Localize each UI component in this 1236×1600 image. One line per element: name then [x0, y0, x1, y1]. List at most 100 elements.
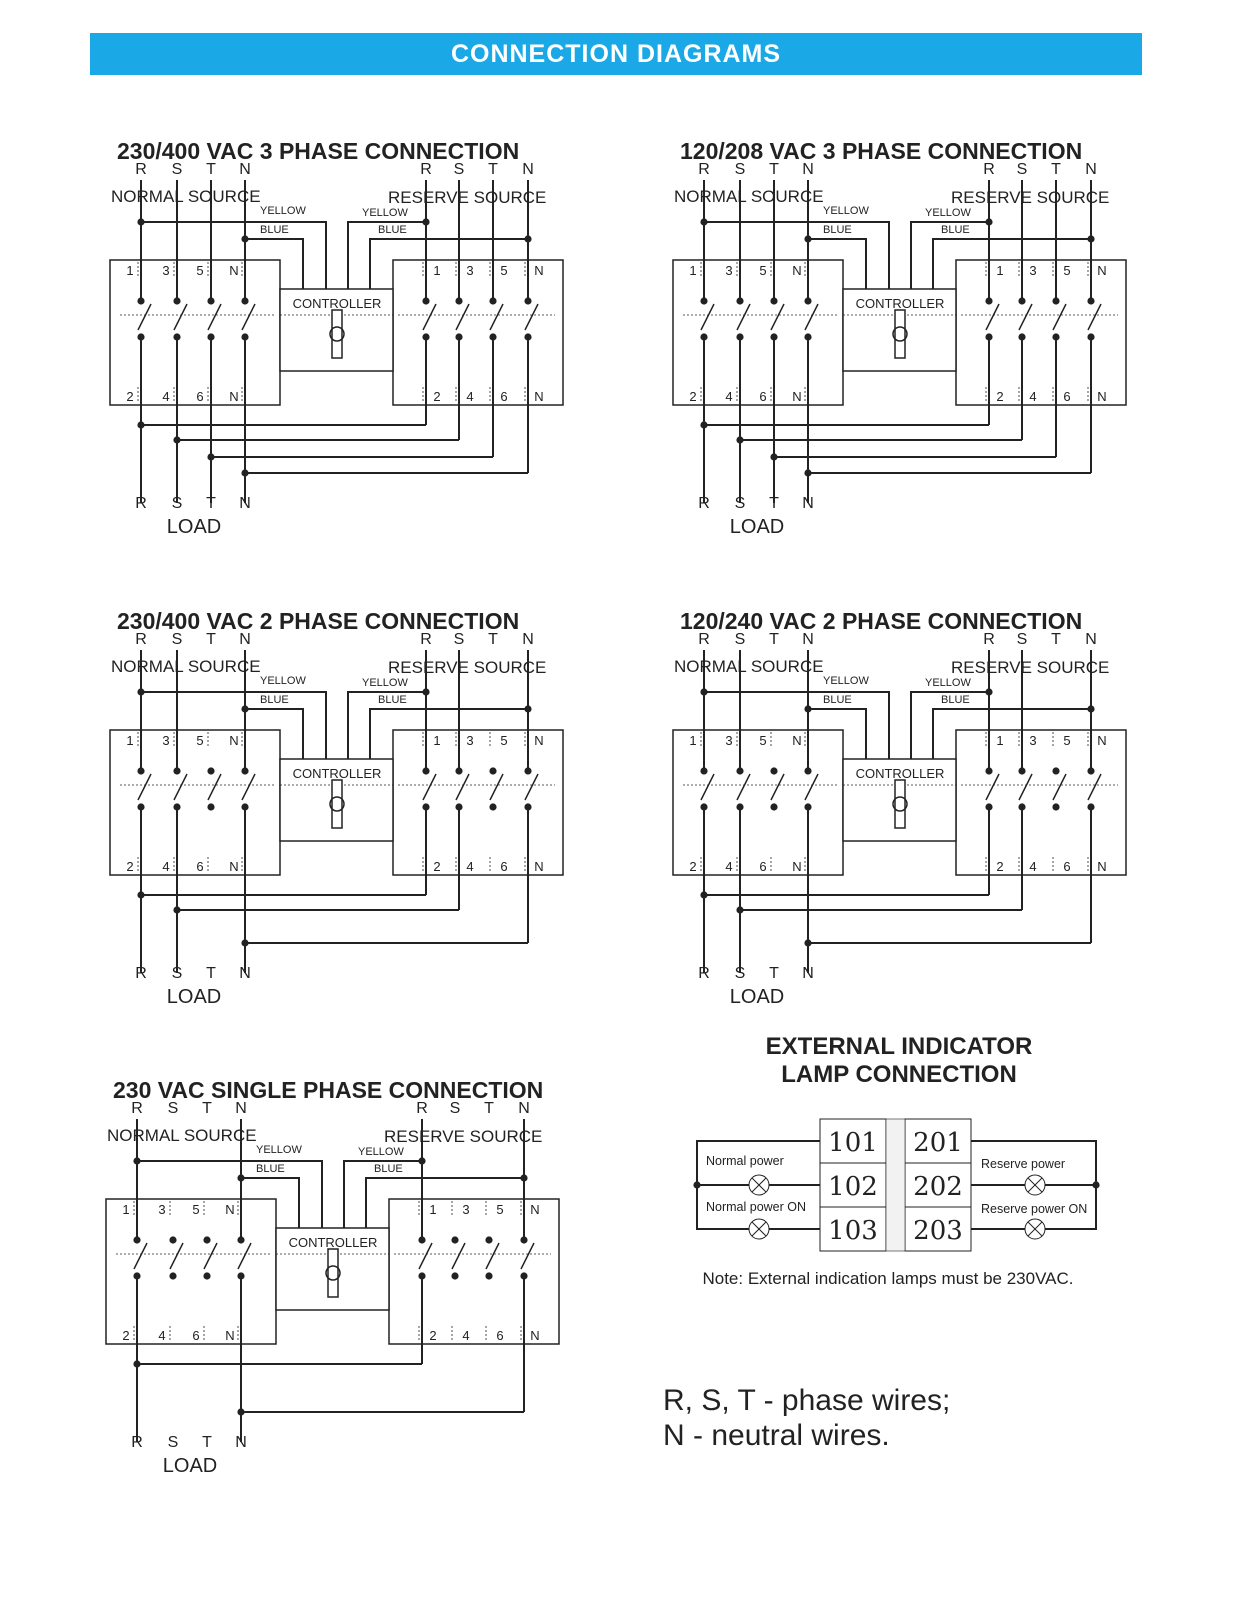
blue-wire-left [241, 1177, 300, 1228]
yellow-label-right: YELLOW [358, 1146, 404, 1158]
switch-blade [418, 1242, 433, 1270]
load-label: LOAD [163, 1455, 217, 1477]
blue-wire-left [808, 708, 867, 759]
terminal-top-r0: 1 [433, 733, 440, 748]
junction-dot [137, 688, 145, 696]
load-phase-R: R [135, 495, 147, 512]
switch-blade [700, 303, 715, 331]
terminal-bottom-r3: N [534, 859, 543, 874]
terminal-bottom-l1: 4 [725, 389, 732, 404]
terminal-bottom-r2: 6 [1063, 859, 1070, 874]
switch-blade [736, 303, 751, 331]
left-switch-box [672, 729, 844, 876]
reserve-source-label: RESERVE SOURCE [388, 658, 546, 677]
yellow-wire-left [704, 221, 890, 289]
reserve-phase-R: R [416, 1100, 428, 1117]
blue-label-right: BLUE [941, 694, 970, 706]
handle-slot [327, 1248, 339, 1298]
reserve-phase-T: T [488, 161, 498, 178]
reserve-phase-R: R [983, 631, 995, 648]
switch-blade [804, 303, 819, 331]
right-switch-box [955, 259, 1127, 406]
junction-dot [524, 705, 532, 713]
normal-phase-R: R [135, 631, 147, 648]
junction-dot [770, 803, 778, 811]
blue-label-right: BLUE [941, 224, 970, 236]
lamp-cross [1027, 1177, 1043, 1193]
yellow-label-right: YELLOW [925, 207, 971, 219]
terminal-top-r2: 5 [500, 733, 507, 748]
reserve-source-label: RESERVE SOURCE [388, 188, 546, 207]
controller-label: CONTROLLER [856, 766, 945, 781]
reserve-phase-S: S [450, 1100, 461, 1117]
junction-dot [207, 453, 215, 461]
switch-blade [137, 303, 152, 331]
load-phase-S: S [172, 495, 183, 512]
switch-blade [985, 303, 1000, 331]
reserve-phase-N: N [522, 631, 534, 648]
terminal-top-l2: 5 [759, 733, 766, 748]
junction-dot [804, 469, 812, 477]
lamp-cross [751, 1221, 767, 1237]
normal-power-label: Normal power [706, 1154, 784, 1168]
junction-dot [485, 1236, 493, 1244]
load-phase-T: T [769, 495, 779, 512]
switch-blade [489, 773, 504, 801]
load-phase-S: S [735, 495, 746, 512]
normal-phase-R: R [698, 161, 710, 178]
left-switch-box [109, 259, 281, 406]
blue-label-left: BLUE [823, 224, 852, 236]
junction-dot [770, 767, 778, 775]
handle-knob [892, 326, 908, 342]
switch-blade [520, 1242, 535, 1270]
terminal-bottom-l2: 6 [759, 859, 766, 874]
terminal-top-r0: 1 [433, 263, 440, 278]
load-phase-R: R [131, 1434, 143, 1451]
normal-phase-R: R [135, 161, 147, 178]
normal-phase-S: S [172, 161, 183, 178]
yellow-wire-left [141, 221, 327, 289]
blue-label-left: BLUE [260, 224, 289, 236]
normal-phase-T: T [206, 161, 216, 178]
terminal-cell [819, 1118, 887, 1164]
switch-blade [804, 773, 819, 801]
switch-blade [1052, 773, 1067, 801]
junction-dot [804, 235, 812, 243]
normal-source-label: NORMAL SOURCE [674, 657, 824, 676]
reserve-phase-S: S [454, 631, 465, 648]
yellow-wire-right [910, 221, 989, 289]
junction-dot [241, 705, 249, 713]
terminal-bottom-r3: N [1097, 859, 1106, 874]
terminal-top-l1: 3 [725, 733, 732, 748]
junction-dot [485, 1272, 493, 1280]
diagram-title: 120/208 VAC 3 PHASE CONNECTION [680, 138, 1082, 164]
junction-dot [451, 1236, 459, 1244]
terminal-bottom-r2: 6 [500, 389, 507, 404]
yellow-label-left: YELLOW [256, 1144, 302, 1156]
switch-blade [203, 1242, 218, 1270]
switch-blade [207, 303, 222, 331]
normal-phase-S: S [168, 1100, 179, 1117]
switch-blade [770, 303, 785, 331]
load-phase-T: T [206, 965, 216, 982]
switch-blade [985, 773, 1000, 801]
handle-knob [329, 326, 345, 342]
reserve-phase-T: T [484, 1100, 494, 1117]
yellow-wire-left [137, 1160, 323, 1228]
switch-blade [173, 773, 188, 801]
switch-blade [485, 1242, 500, 1270]
load-phase-T: T [202, 1434, 212, 1451]
load-label: LOAD [167, 516, 221, 538]
right-switch-box [392, 729, 564, 876]
terminal-bottom-l3: N [229, 389, 238, 404]
terminal-bottom-l2: 6 [192, 1328, 199, 1343]
switch-blade [736, 773, 751, 801]
blue-wire-right [365, 1177, 524, 1228]
reserve-phase-S: S [1017, 161, 1028, 178]
normal-source-label: NORMAL SOURCE [111, 657, 261, 676]
normal-phase-T: T [769, 161, 779, 178]
junction-dot [489, 767, 497, 775]
terminal-top-l0: 1 [689, 263, 696, 278]
